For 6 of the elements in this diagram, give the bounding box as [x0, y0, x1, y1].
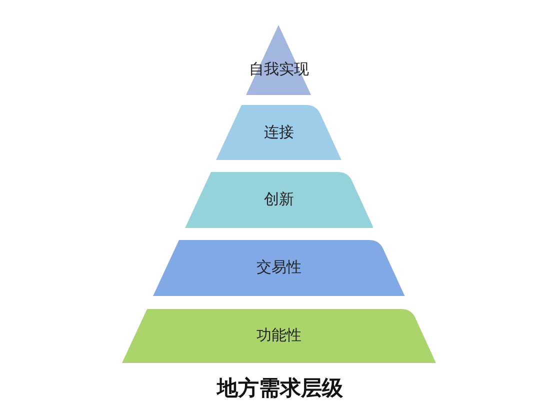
layer-label: 功能性 — [256, 326, 302, 345]
diagram-title: 地方需求层级 — [217, 376, 343, 400]
layer-label: 创新 — [264, 190, 294, 209]
layer-label: 交易性 — [256, 258, 302, 277]
layer-label: 自我实现 — [248, 60, 309, 79]
layer-label: 连接 — [264, 122, 294, 142]
